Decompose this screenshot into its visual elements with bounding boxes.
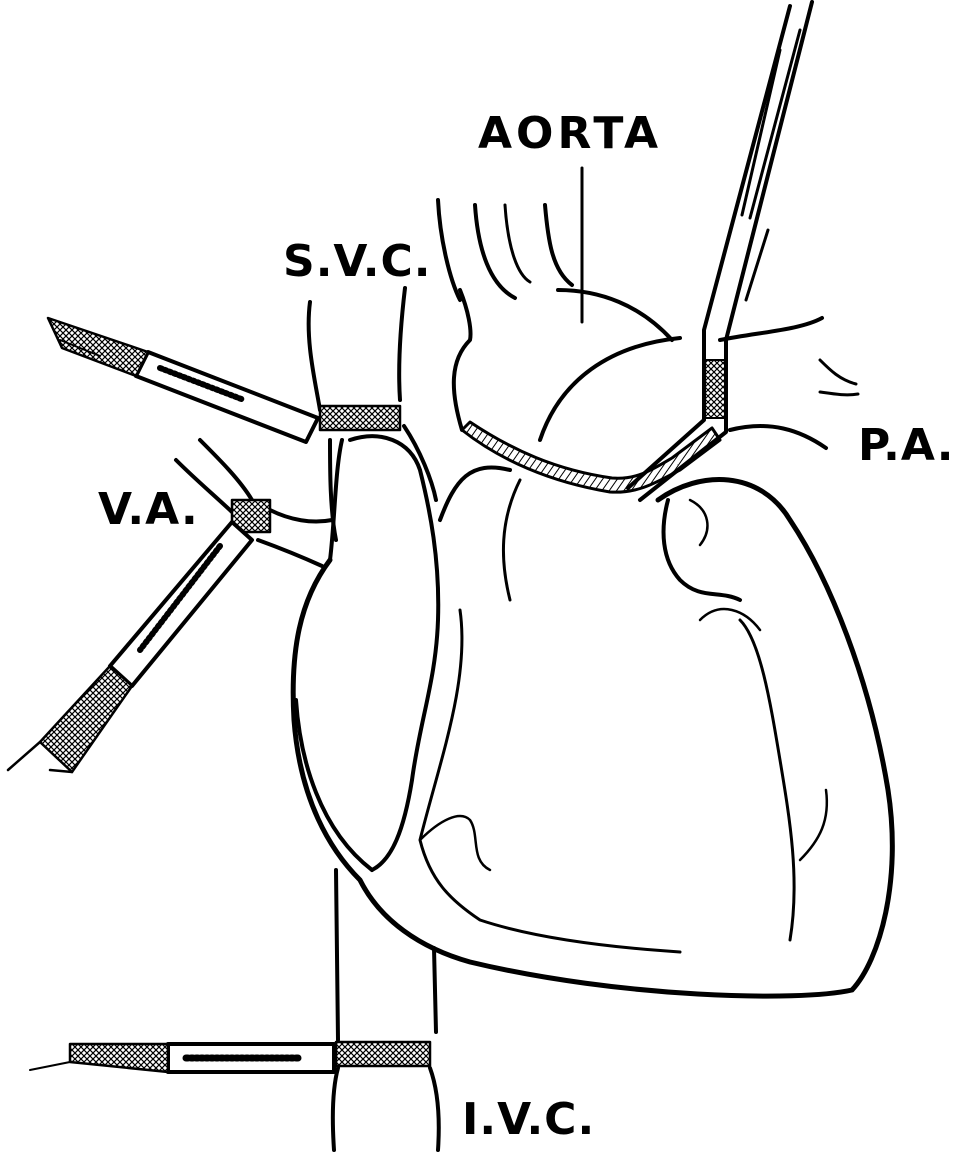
ivc-tie — [336, 1042, 430, 1066]
va-cannula — [110, 522, 252, 686]
left-auricle — [664, 500, 740, 600]
svc-cannula — [136, 352, 318, 442]
aorta-outline — [454, 290, 471, 430]
aorta-label: AORTA — [478, 112, 662, 156]
ivc-label: I.V.C. — [462, 1098, 595, 1142]
svc-tie — [320, 406, 400, 430]
svc-label: S.V.C. — [283, 240, 432, 284]
heart-outline — [293, 480, 892, 997]
pa-cannula-mesh — [705, 360, 725, 418]
va-label: V.A. — [98, 488, 199, 532]
svc-vessel — [309, 302, 320, 410]
pa-label: P.A. — [858, 424, 954, 468]
ivc-vessel — [336, 870, 338, 1040]
aortic-anastomosis — [462, 422, 720, 492]
